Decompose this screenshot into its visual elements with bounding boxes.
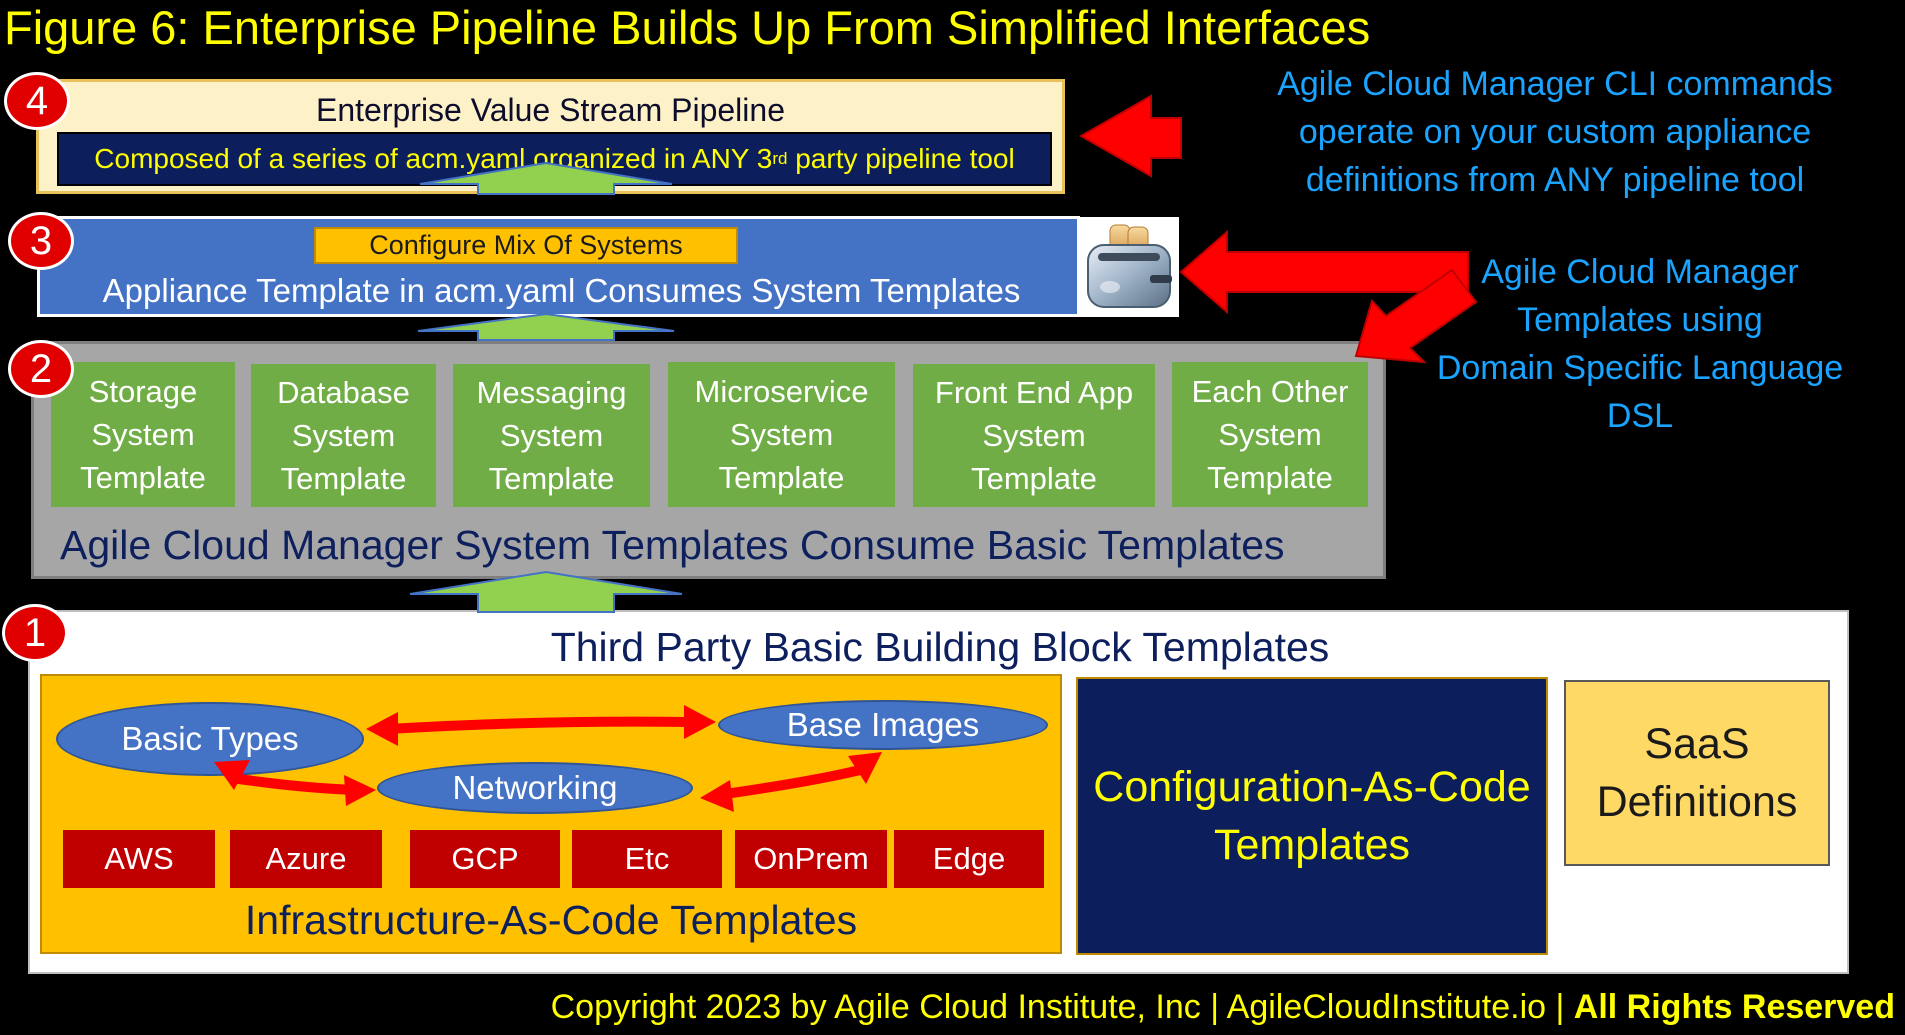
cli-note: Agile Cloud Manager CLI commands operate… [1240,60,1870,204]
system-line: System [729,417,834,452]
level-badge-3: 3 [8,212,74,270]
red-double-arrow [227,773,361,795]
cli-note-line: Agile Cloud Manager CLI commands [1277,65,1833,103]
system-line: Template [718,460,845,495]
system-line: Template [280,461,407,496]
arrow-head [700,780,734,812]
red-double-arrow [383,716,695,734]
arrow-head [344,775,376,806]
arrow-head [684,705,716,739]
system-line: Template [1207,460,1333,495]
dsl-note-line: Templates using [1517,301,1763,339]
gcp-block: GCP [410,830,560,888]
arrow-head [366,712,398,746]
system-line: Storage [88,374,198,409]
system-line: Microservice [694,374,869,409]
base-images-oval: Base Images [718,700,1048,750]
cli-note-line: definitions from ANY pipeline tool [1305,161,1805,199]
cli-note-line: operate on your custom appliance [1298,113,1812,151]
cac-line: Configuration-As-Code [1093,763,1531,811]
configure-mix-label: Configure Mix Of Systems [314,227,738,264]
system-line: Database [277,375,410,410]
dsl-note: Agile Cloud Manager Templates using Doma… [1400,248,1880,440]
green-up-arrow [419,161,673,195]
dsl-note-line: DSL [1606,397,1674,435]
system-line: Messaging [476,375,627,410]
dsl-note-line: Domain Specific Language [1436,349,1844,387]
appliance-template-box: Configure Mix Of Systems Appliance Templ… [37,216,1080,317]
pipeline-composition-text: Composed of a series of acm.yaml organiz… [94,143,773,174]
edge-block: Edge [894,830,1044,888]
system-templates-title: Agile Cloud Manager System Templates Con… [60,521,1285,568]
level-badge-4: 4 [4,72,70,130]
etc-block: Etc [572,830,722,888]
system-line: Each Other [1191,374,1349,409]
aws-block: AWS [63,830,215,888]
saas-line: Definitions [1596,778,1798,826]
figure-title: Figure 6: Enterprise Pipeline Builds Up … [4,1,1371,54]
toaster-icon [1080,217,1179,317]
arrow-head [848,752,882,784]
cac-line: Templates [1214,821,1410,869]
enterprise-pipeline-box: Enterprise Value Stream Pipeline Compose… [36,79,1065,194]
saas-definitions-box: SaaS Definitions [1564,680,1830,866]
system-line: System [982,418,1086,453]
copyright-text: Copyright 2023 by Agile Cloud Institute,… [550,987,1574,1026]
azure-block: Azure [230,830,382,888]
basic-building-blocks-title: Third Party Basic Building Block Templat… [550,623,1330,670]
saas-line: SaaS [1644,720,1750,768]
system-line: System [91,417,195,452]
system-line: Template [971,461,1097,496]
red-left-arrow [1078,94,1182,178]
system-line: System [1218,417,1322,452]
red-double-arrow [713,765,865,800]
enterprise-pipeline-title: Enterprise Value Stream Pipeline [316,91,785,128]
red-diagonal-arrow [1354,268,1478,364]
infrastructure-as-code-title: Infrastructure-As-Code Templates [244,896,858,943]
green-up-arrow [409,570,683,613]
arrow-head [214,760,250,790]
basic-types-oval: Basic Types [56,702,364,776]
system-line: Front End App [934,375,1134,410]
rights-reserved: All Rights Reserved [1573,987,1895,1026]
system-line: Template [80,460,206,495]
level-badge-2: 2 [8,340,74,398]
networking-oval: Networking [377,762,693,814]
system-line: System [291,418,396,453]
onprem-block: OnPrem [735,830,887,888]
red-left-arrow [1179,229,1469,315]
pipeline-composition-text-end: party pipeline tool [787,143,1015,174]
system-line: Template [488,461,615,496]
pipeline-composition-box: Composed of a series of acm.yaml organiz… [57,132,1052,186]
copyright-line: Copyright 2023 by Agile Cloud Institute,… [450,982,1895,1032]
dsl-note-line: Agile Cloud Manager [1481,253,1799,291]
green-up-arrow [417,312,675,341]
system-line: System [499,418,604,453]
appliance-template-title: Appliance Template in acm.yaml Consumes … [102,272,1021,309]
level-badge-1: 1 [2,604,68,662]
